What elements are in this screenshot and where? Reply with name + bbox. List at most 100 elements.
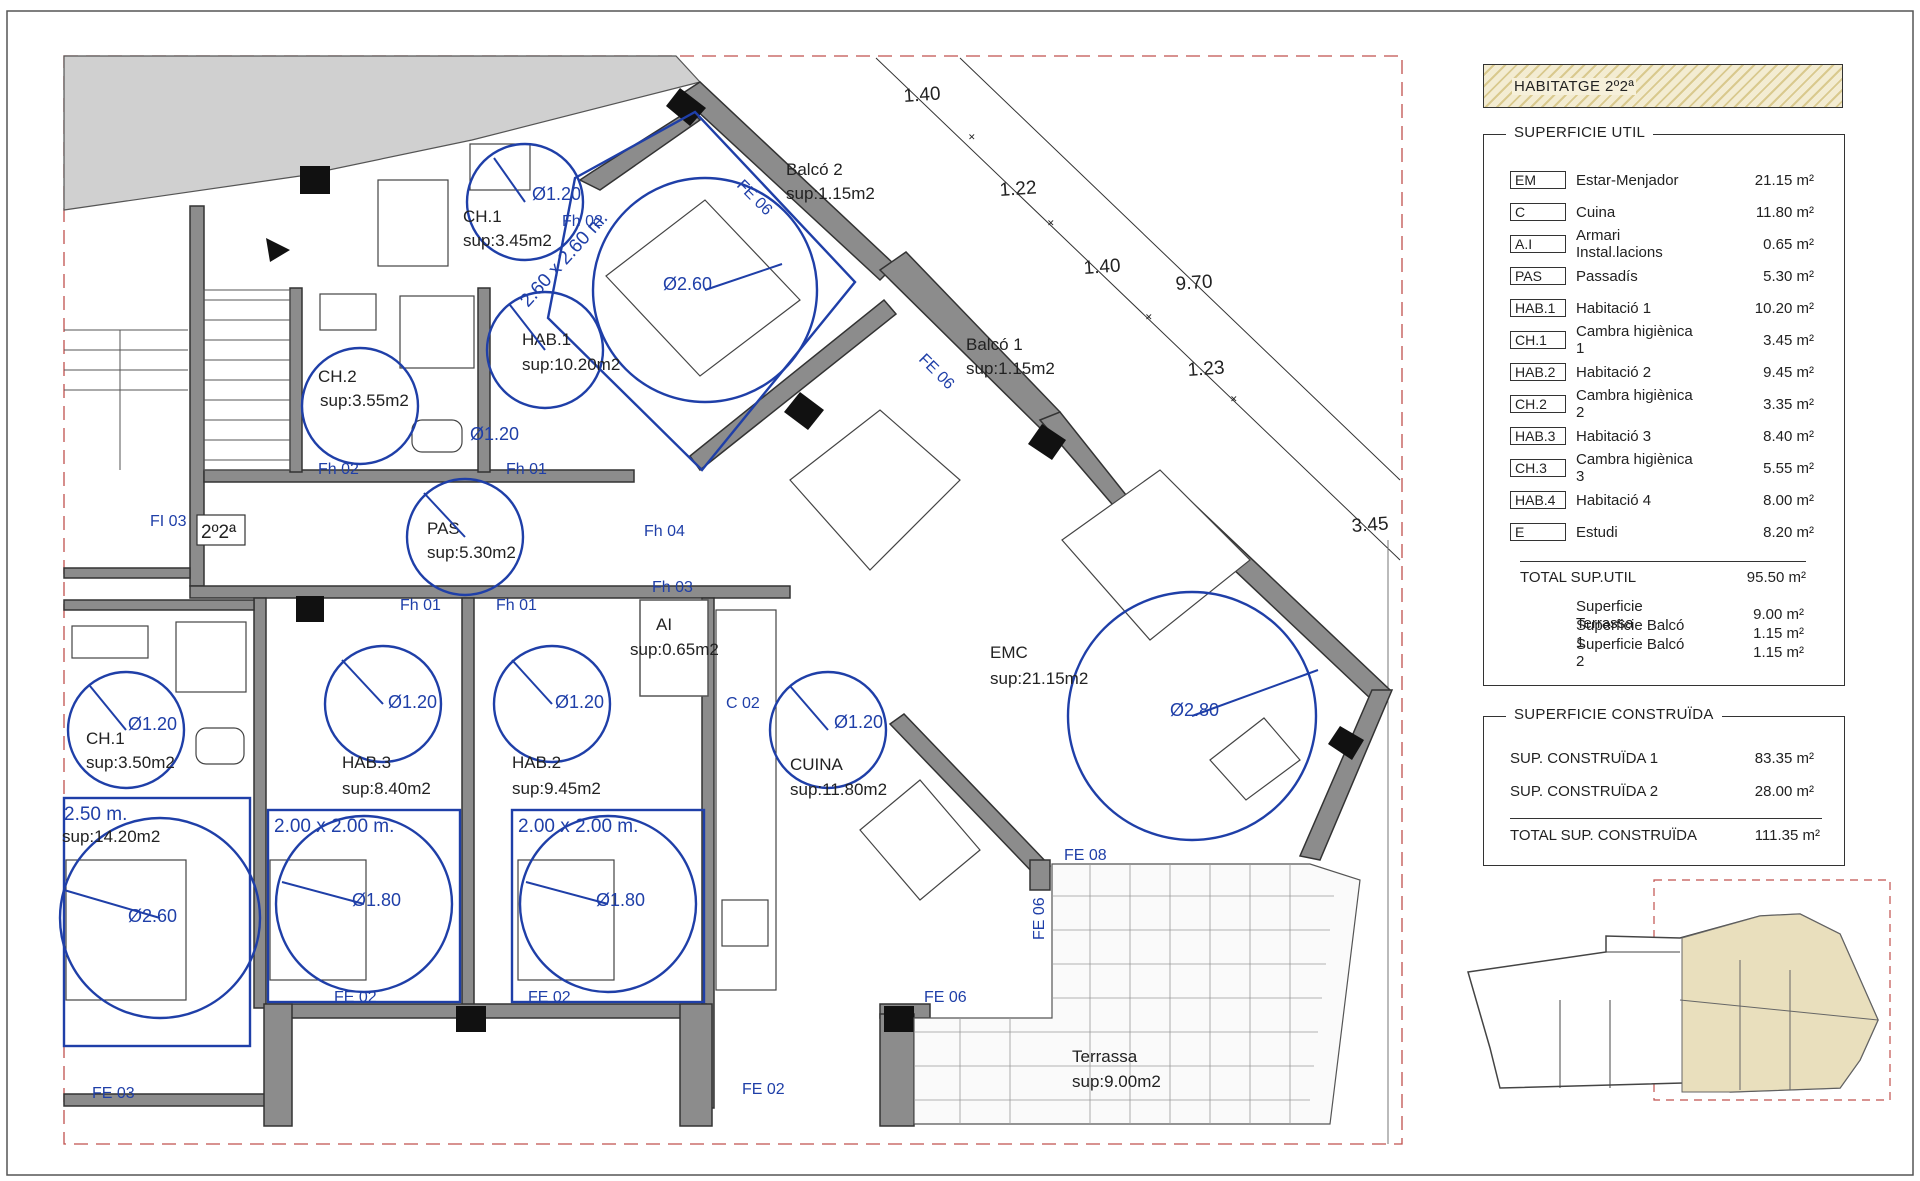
svg-text:Ø1.80: Ø1.80 bbox=[352, 890, 401, 910]
room-name-cuina: CUINA bbox=[790, 755, 844, 774]
util-row-code: CH.3 bbox=[1510, 459, 1566, 477]
util-row: HAB.1 Habitació 1 10.20 m² bbox=[1510, 297, 1814, 319]
room-area-pas: sup:5.30m2 bbox=[427, 543, 516, 562]
util-row-value: 8.00 m² bbox=[1763, 491, 1814, 509]
room-name-hab2: HAB.2 bbox=[512, 753, 561, 772]
svg-text:Fh 02: Fh 02 bbox=[318, 461, 359, 478]
util-extra-name: Superficie Balcó 1 bbox=[1576, 616, 1685, 651]
util-row-value: 3.45 m² bbox=[1763, 331, 1814, 349]
svg-text:2.50 m.: 2.50 m. bbox=[64, 804, 127, 825]
svg-text:Ø1.20: Ø1.20 bbox=[834, 712, 883, 732]
util-row-code: HAB.3 bbox=[1510, 427, 1566, 445]
util-extra-name: Superficie Terrassa bbox=[1576, 597, 1643, 632]
room-name-ai: AI bbox=[656, 615, 672, 634]
util-row: PAS Passadís 5.30 m² bbox=[1510, 265, 1814, 287]
svg-text:FE 02: FE 02 bbox=[742, 1081, 785, 1098]
svg-text:9.70: 9.70 bbox=[1175, 271, 1213, 295]
room-name-ch1-left: CH.1 bbox=[86, 729, 125, 748]
room-name-hab3: HAB.3 bbox=[342, 753, 391, 772]
svg-text:FE 02: FE 02 bbox=[528, 989, 571, 1006]
svg-text:1.40: 1.40 bbox=[1083, 255, 1121, 279]
room-area-balco1: sup:1.15m2 bbox=[966, 359, 1055, 378]
util-row-code: PAS bbox=[1510, 267, 1566, 285]
svg-text:Ø1.20: Ø1.20 bbox=[388, 692, 437, 712]
svg-text:1.40: 1.40 bbox=[903, 83, 941, 107]
svg-text:FI 03: FI 03 bbox=[150, 513, 187, 530]
util-row: C Cuina 11.80 m² bbox=[1510, 201, 1814, 223]
util-total-row: TOTAL SUP.UTIL 95.50 m² bbox=[1520, 566, 1806, 588]
room-area-balco2: sup:1.15m2 bbox=[786, 184, 875, 203]
room-name-ch1-top: CH.1 bbox=[463, 207, 502, 226]
util-total-divider bbox=[1520, 561, 1806, 562]
svg-text:1.22: 1.22 bbox=[999, 177, 1037, 201]
util-total-value: 95.50 m² bbox=[1746, 568, 1806, 586]
svg-text:1.23: 1.23 bbox=[1187, 357, 1225, 381]
circle-labels: Ø1.20 Ø2.60 Ø1.20 Ø1.20 Ø1.20 Ø1.20 Ø1.2… bbox=[128, 184, 1219, 926]
util-row-value: 5.30 m² bbox=[1763, 267, 1814, 285]
util-row-name: Habitació 3 bbox=[1576, 427, 1652, 445]
room-name-ch2: CH.2 bbox=[318, 367, 357, 386]
room-name-balco2: Balcó 2 bbox=[786, 160, 843, 179]
neighbour-area bbox=[63, 55, 702, 211]
dimension-ticks: ✕ ✕ ✕ ✕ bbox=[968, 132, 1238, 404]
room-area-ch2: sup:3.55m2 bbox=[320, 391, 409, 410]
walls bbox=[63, 81, 1394, 1127]
svg-text:Ø1.80: Ø1.80 bbox=[596, 890, 645, 910]
room-area-ch1-top: sup:3.45m2 bbox=[463, 231, 552, 250]
util-row-value: 8.40 m² bbox=[1763, 427, 1814, 445]
ai-closet bbox=[639, 599, 709, 697]
util-row-value: 3.35 m² bbox=[1763, 395, 1814, 413]
svg-text:Fh 01: Fh 01 bbox=[506, 461, 547, 478]
svg-text:FE 06: FE 06 bbox=[924, 989, 967, 1006]
util-row-name: Habitació 1 bbox=[1576, 299, 1652, 317]
svg-text:✕: ✕ bbox=[1047, 218, 1055, 228]
util-total-label: TOTAL SUP.UTIL bbox=[1520, 568, 1637, 586]
svg-text:✕: ✕ bbox=[968, 132, 976, 142]
superficie-util-heading: SUPERFICIE UTIL bbox=[1506, 124, 1654, 141]
sheet-border bbox=[6, 10, 1914, 1176]
util-row-name: Habitació 2 bbox=[1576, 363, 1652, 381]
util-row-code: C bbox=[1510, 203, 1566, 221]
util-row-code: HAB.4 bbox=[1510, 491, 1566, 509]
util-extra-value: 1.15 m² bbox=[1753, 644, 1804, 661]
util-row-value: 0.65 m² bbox=[1763, 235, 1814, 253]
util-extra-row: Superficie Terrassa 9.00 m² bbox=[1576, 598, 1804, 632]
key-plan bbox=[1467, 879, 1891, 1101]
svg-text:Ø1.20: Ø1.20 bbox=[470, 424, 519, 444]
construida-row-value: 83.35 m² bbox=[1754, 749, 1814, 767]
util-row-code: HAB.1 bbox=[1510, 299, 1566, 317]
svg-text:Fh 02: Fh 02 bbox=[562, 213, 603, 230]
util-row: HAB.3 Habitació 3 8.40 m² bbox=[1510, 425, 1814, 447]
util-row-name: Passadís bbox=[1576, 267, 1638, 285]
util-row-name: Cuina bbox=[1576, 203, 1616, 221]
util-extra-value: 9.00 m² bbox=[1753, 606, 1804, 623]
construida-row-value: 28.00 m² bbox=[1754, 782, 1814, 800]
svg-text:2.00 x 2.00 m.: 2.00 x 2.00 m. bbox=[274, 816, 394, 837]
util-row-name: Estudi bbox=[1576, 523, 1618, 541]
stairs bbox=[64, 238, 291, 471]
util-row-name: Armari Instal.lacions bbox=[1576, 227, 1663, 261]
facade-guides bbox=[875, 57, 1401, 1144]
util-row-code: CH.1 bbox=[1510, 331, 1566, 349]
util-row: HAB.4 Habitació 4 8.00 m² bbox=[1510, 489, 1814, 511]
radius-markers bbox=[63, 157, 1319, 919]
construida-row-name: SUP. CONSTRUÏDA 1 bbox=[1510, 749, 1659, 767]
room-area-hab1: sup:10.20m2 bbox=[522, 355, 620, 374]
util-row-value: 11.80 m² bbox=[1755, 203, 1814, 221]
room-name-pas: PAS bbox=[427, 519, 460, 538]
util-row-name: Habitació 4 bbox=[1576, 491, 1652, 509]
util-row-value: 5.55 m² bbox=[1763, 459, 1814, 477]
room-area-emc: sup:21.15m2 bbox=[990, 669, 1088, 688]
util-row-code: CH.2 bbox=[1510, 395, 1566, 413]
furniture bbox=[65, 143, 1301, 1001]
util-row-value: 10.20 m² bbox=[1754, 299, 1814, 317]
svg-text:3.45: 3.45 bbox=[1351, 513, 1389, 537]
util-row-code: E bbox=[1510, 523, 1566, 541]
util-row-value: 9.45 m² bbox=[1763, 363, 1814, 381]
